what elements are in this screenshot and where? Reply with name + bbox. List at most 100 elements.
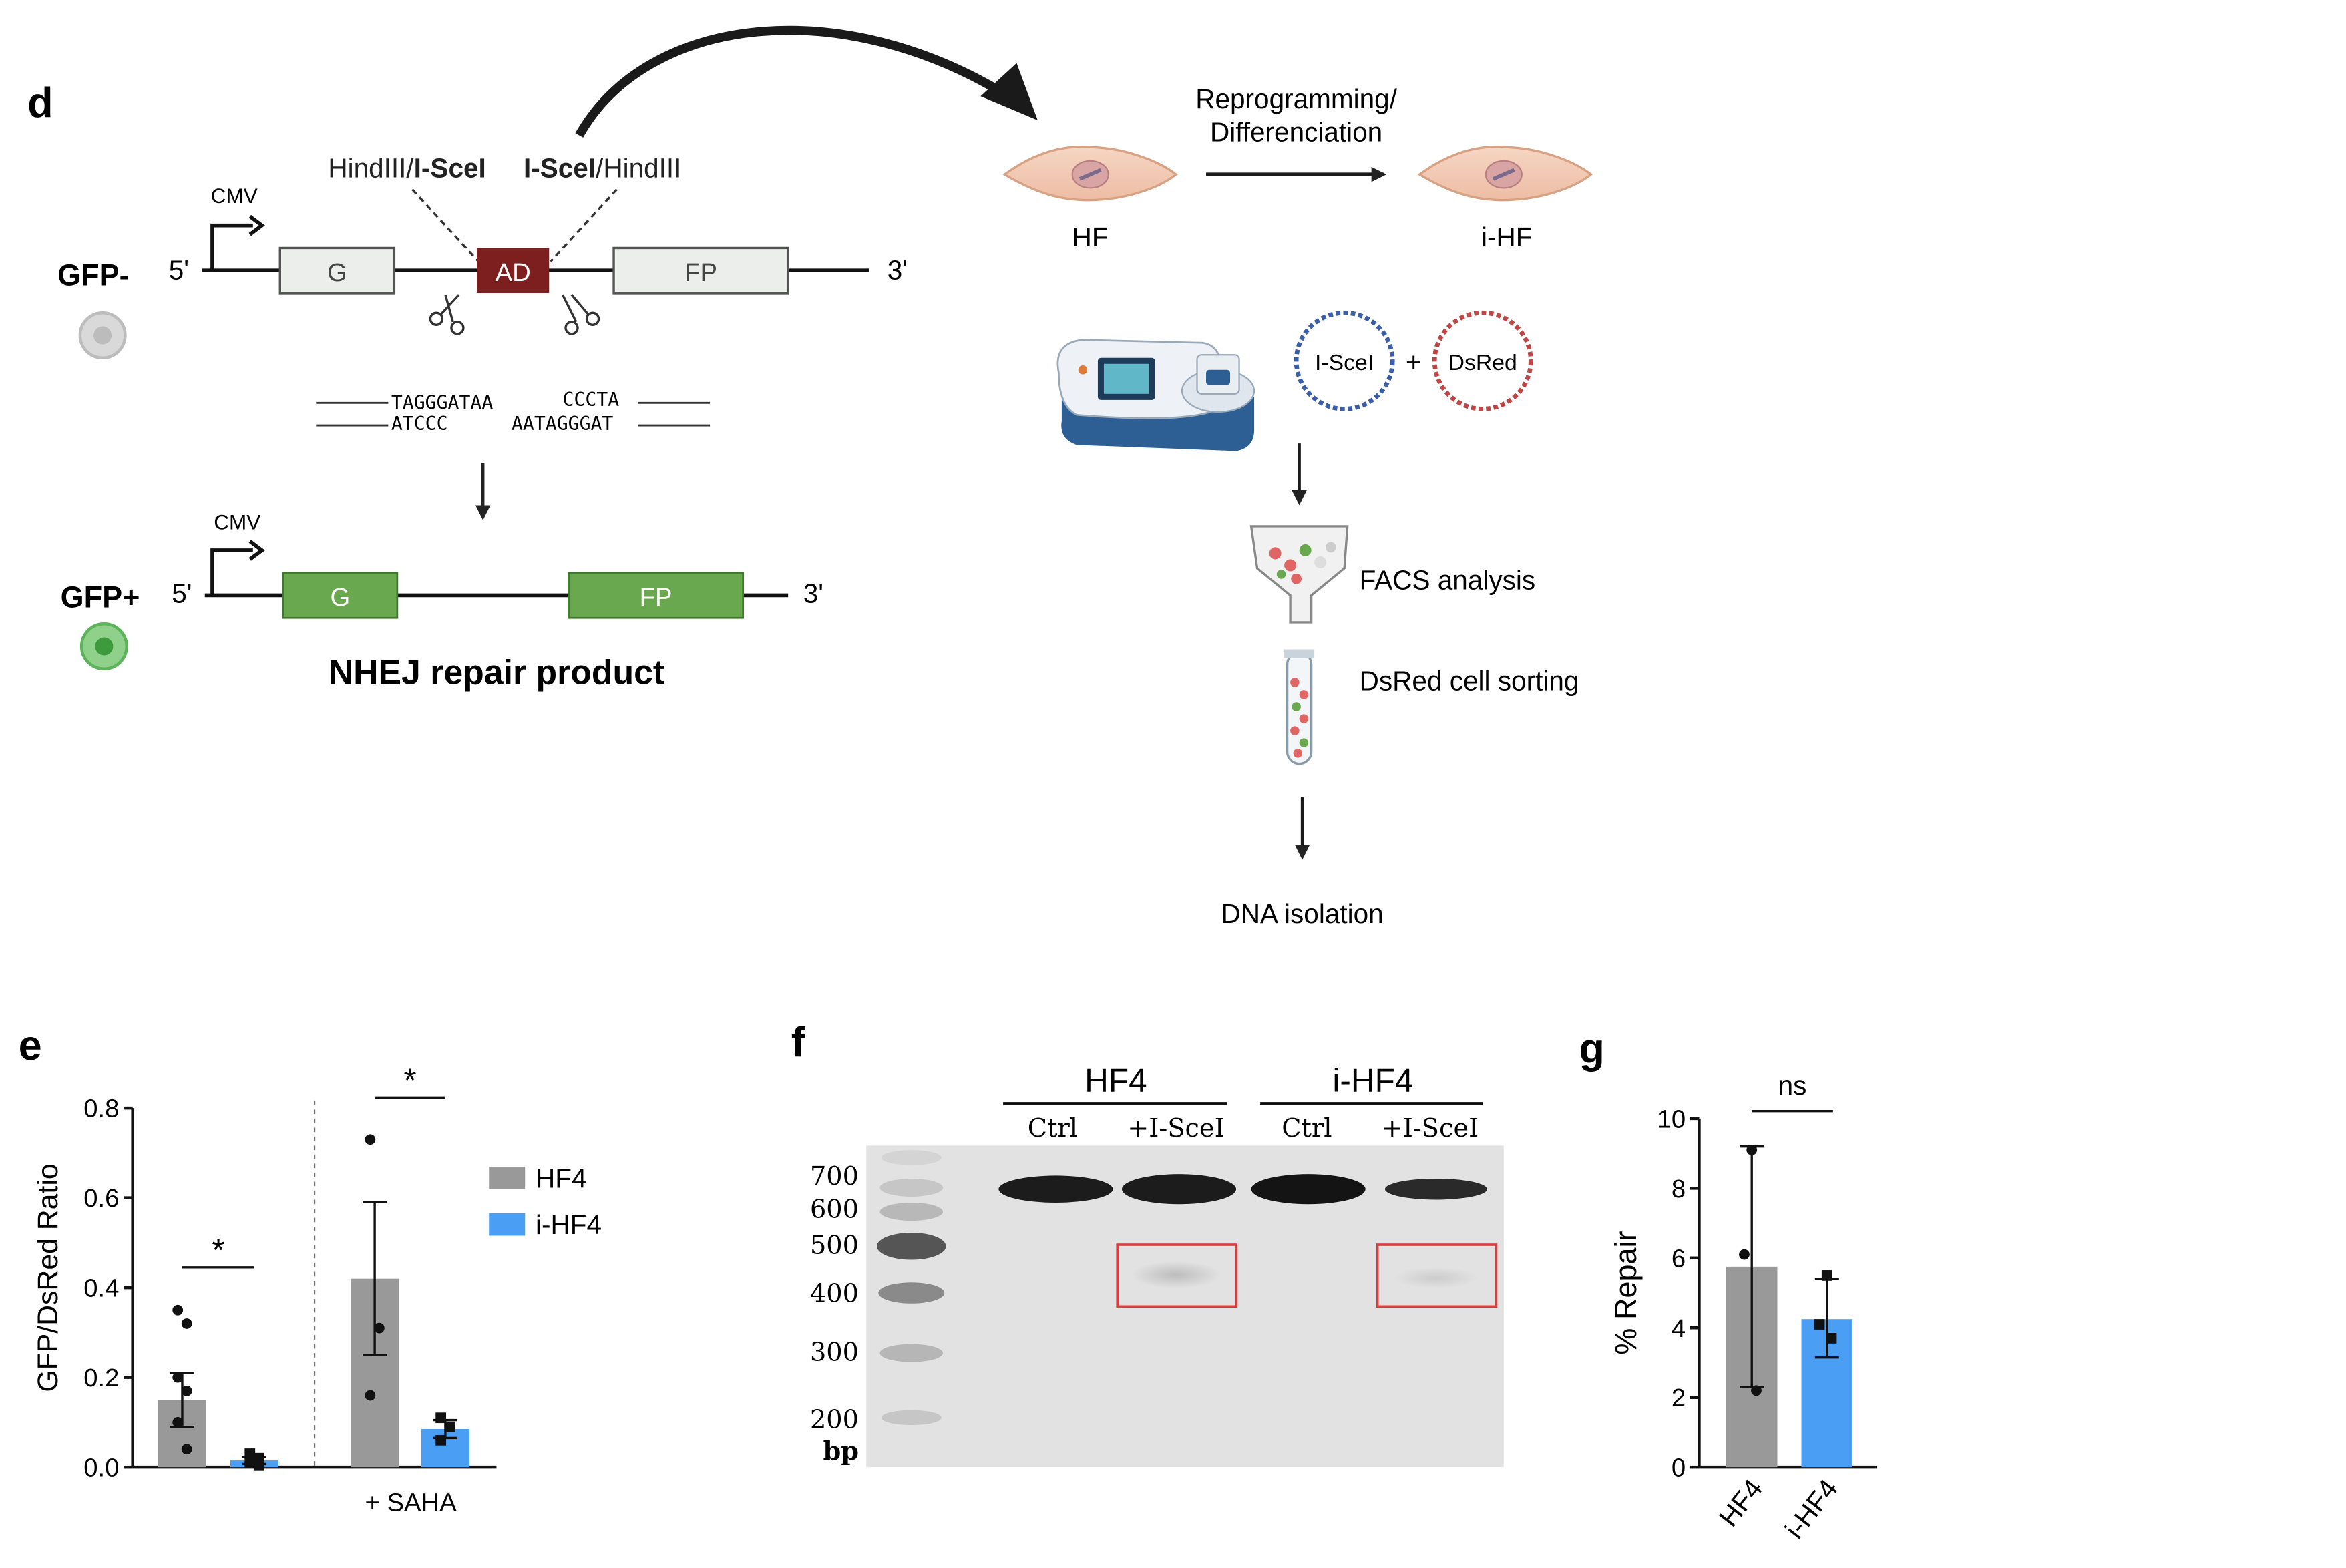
dsred-plasmid-label: DsRed — [1448, 350, 1517, 375]
chart-g-point — [1751, 1385, 1762, 1396]
chart-e-point — [435, 1412, 447, 1424]
lane-label-2: +I-SceI — [1127, 1113, 1225, 1143]
chart-g-xtick-label: HF4 — [1713, 1473, 1768, 1533]
chart-g-point — [1821, 1270, 1832, 1281]
panel-letter-f: f — [791, 1020, 806, 1066]
cmv-label-top: CMV — [211, 184, 258, 208]
panel-letter-d: d — [27, 80, 53, 127]
band-repair-ihf4 — [1394, 1267, 1479, 1289]
facs-label: FACS analysis — [1360, 564, 1535, 595]
chart-e-point — [365, 1134, 376, 1145]
electroporator-icon — [1056, 339, 1255, 451]
chart-g-ytick-label: 4 — [1672, 1314, 1686, 1343]
band-ihf4-iscei — [1384, 1178, 1488, 1200]
three-prime-top: 3' — [888, 255, 908, 286]
five-prime-top: 5' — [169, 255, 189, 286]
gel-ladder — [877, 1150, 946, 1426]
chart-e-point — [172, 1372, 184, 1383]
legend-swatch-hf4 — [489, 1166, 526, 1189]
repair-box-hf4 — [1116, 1243, 1237, 1308]
chart-e-sig-star: * — [403, 1062, 416, 1099]
cmv-promoter-arrow-bottom — [210, 548, 253, 596]
three-prime-bottom: 3' — [803, 578, 823, 609]
facs-funnel-icon — [1249, 525, 1349, 624]
seq-bottom-right: AATAGGGAT — [512, 413, 613, 435]
box-fp-label-bottom: FP — [640, 583, 672, 612]
cmv-label-bottom: CMV — [214, 510, 260, 534]
legend-swatch-ihf4 — [489, 1213, 526, 1236]
chart-g-xtick-label: i-HF4 — [1779, 1473, 1844, 1544]
chart-g-point — [1814, 1319, 1825, 1330]
chart-e-point — [444, 1421, 455, 1432]
box-ad — [477, 248, 550, 293]
chart-e-point — [253, 1459, 264, 1471]
big-curved-arrow — [575, 25, 1013, 138]
chart-e-legend: HF4 i-HF4 — [489, 1163, 602, 1240]
lane-label-4: +I-SceI — [1382, 1113, 1479, 1143]
chart-e-point — [172, 1304, 184, 1316]
chart-g-ytick-label: 8 — [1672, 1175, 1686, 1203]
repair-product-label: NHEJ repair product — [329, 652, 664, 691]
reprogramming-line-1: Reprogramming/ — [1195, 83, 1397, 114]
panel-f: f HF4 i-HF4 Ctrl +I-SceI Ctrl +I-SceI 70… — [791, 1020, 1504, 1468]
reprogramming-line-2: Differenciation — [1210, 117, 1382, 148]
marker-400: 400 — [810, 1279, 859, 1309]
chart-e-point — [435, 1434, 447, 1446]
plasmid-plus: + — [1406, 347, 1422, 377]
box-g-label-top: G — [327, 258, 347, 287]
chart-g-point — [1826, 1333, 1837, 1344]
hf-label: HF — [1072, 222, 1109, 252]
box-g-bottom — [282, 572, 399, 619]
panel-letter-e: e — [19, 1022, 42, 1069]
dsred-plasmid-icon — [1432, 310, 1533, 411]
marker-unit: bp — [823, 1436, 859, 1466]
panel-e: e GFP/DsRed Ratio 0.00.20.40.60.8** + SA… — [19, 1022, 602, 1517]
cmv-promoter-arrow-top — [210, 223, 253, 271]
seq-top-left: TAGGGATAA — [391, 391, 493, 413]
cmv-arrowhead-bottom — [248, 540, 265, 561]
chart-e-point — [244, 1448, 256, 1459]
marker-600: 600 — [810, 1194, 859, 1224]
ihf-label: i-HF — [1481, 222, 1533, 252]
chart-g-point — [1746, 1145, 1758, 1155]
legend-label-hf4: HF4 — [536, 1163, 587, 1193]
box-fp-label-top: FP — [685, 258, 717, 287]
gel-group-ihf4: i-HF4 — [1332, 1062, 1413, 1099]
chart-e-ytick-label: 0.4 — [83, 1274, 119, 1303]
cut-guide-right — [550, 188, 618, 262]
chart-g-point — [1739, 1249, 1750, 1260]
box-ad-label: AD — [496, 258, 531, 287]
lane-label-3: Ctrl — [1282, 1113, 1332, 1143]
chart-e-point — [181, 1385, 192, 1396]
chart-e-point — [365, 1390, 376, 1401]
chart-g-ytick-label: 10 — [1657, 1105, 1686, 1133]
repair-box-ihf4 — [1376, 1243, 1498, 1308]
chart-e-point — [244, 1457, 256, 1468]
site-iscei-right: I-SceI — [524, 153, 596, 184]
band-ihf4-ctrl — [1251, 1174, 1366, 1205]
chart-e-point — [181, 1444, 192, 1455]
gfp-minus-label: GFP- — [57, 258, 130, 292]
chart-e-point — [373, 1322, 385, 1334]
site-iscei-left: I-SceI — [414, 153, 486, 184]
cmv-arrowhead-top — [248, 214, 265, 236]
box-fp-top — [612, 246, 789, 295]
chart-e-plot: 0.00.20.40.60.8** — [83, 1062, 497, 1483]
iscei-plasmid-icon — [1294, 310, 1395, 411]
seq-bottom-left: ATCCC — [391, 413, 448, 435]
scissors-icon-right — [562, 294, 600, 335]
gfp-positive-nucleus-icon — [95, 637, 114, 656]
marker-700: 700 — [810, 1161, 859, 1191]
panel-d: d HindIII/I-SceI I-SceI/HindIII GFP- 5' … — [27, 25, 1593, 929]
chart-g-ytick-label: 0 — [1672, 1454, 1686, 1483]
box-fp-bottom — [568, 572, 745, 619]
panel-letter-g: g — [1579, 1026, 1605, 1072]
five-prime-bottom: 5' — [172, 578, 192, 609]
legend-label-ihf4: i-HF4 — [536, 1209, 602, 1240]
box-g-top — [278, 246, 396, 295]
marker-500: 500 — [810, 1230, 859, 1260]
hf-cell-icon — [1002, 145, 1178, 202]
